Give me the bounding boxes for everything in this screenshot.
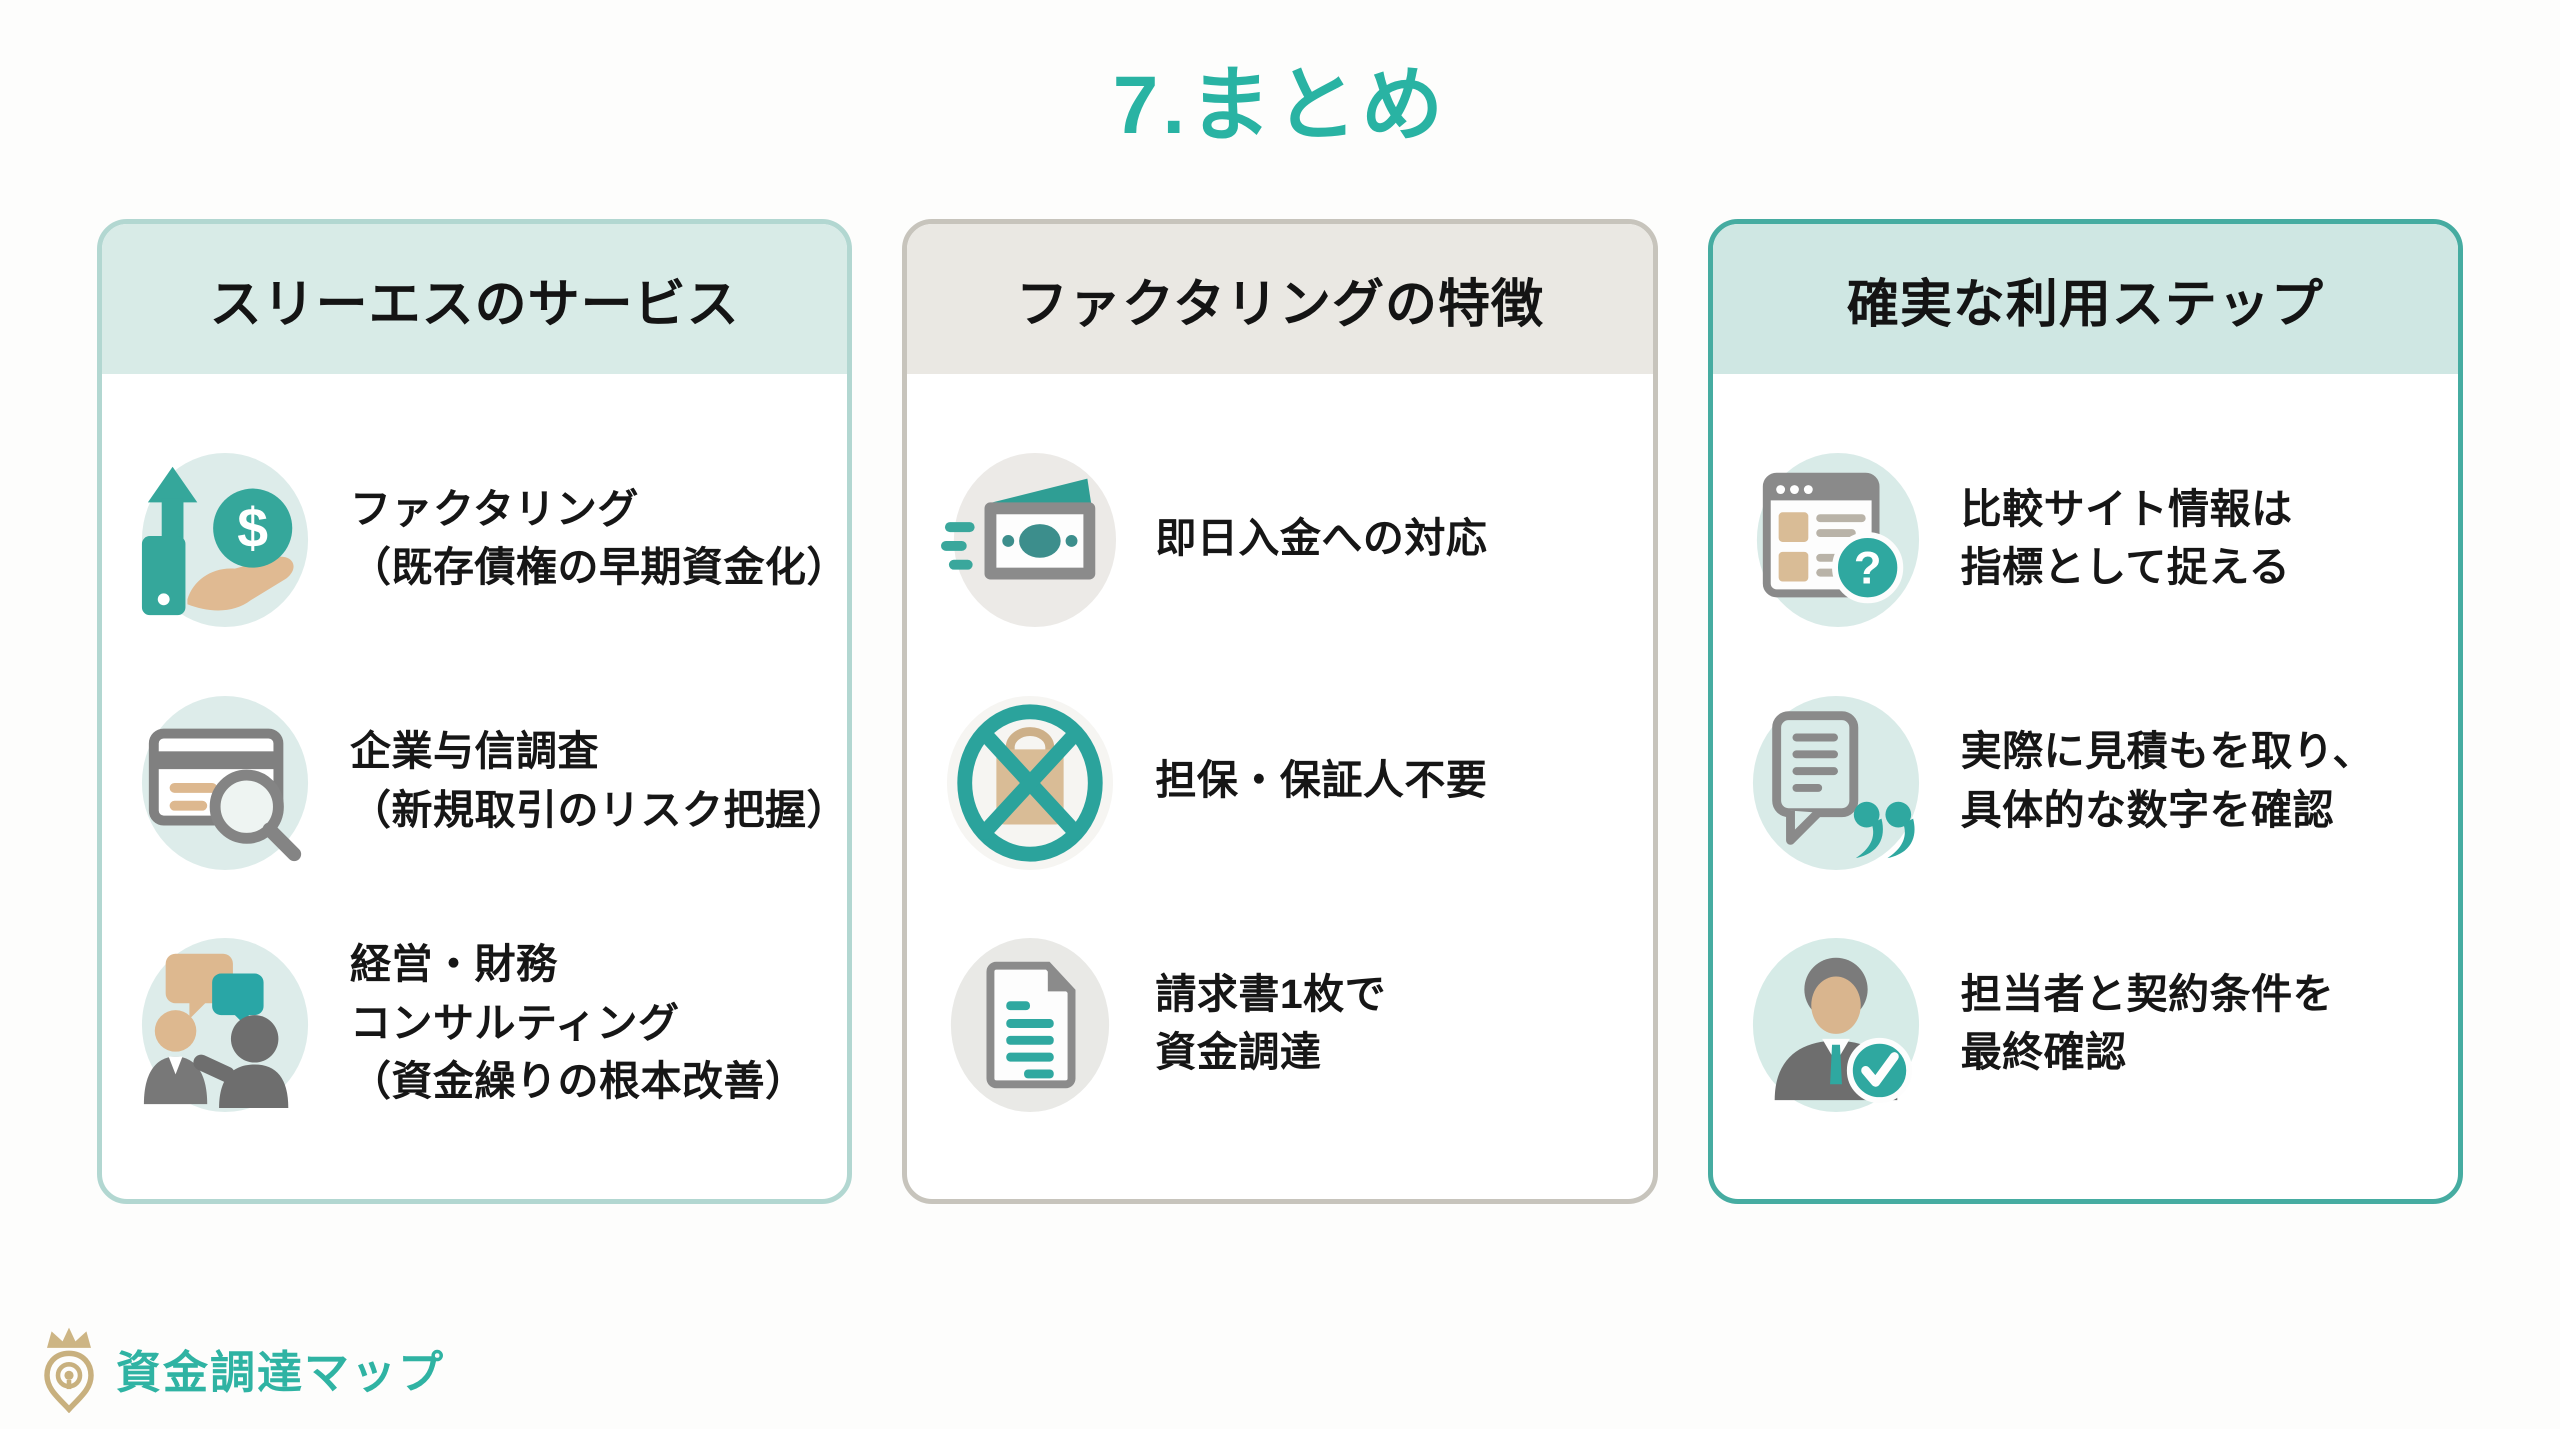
page-title: 7.まとめ	[1112, 60, 1448, 151]
item-label: 担保・保証人不要	[1155, 757, 1488, 804]
card-usage-steps: 確実な利用ステップ ?	[1707, 219, 2463, 1204]
card-factoring-features: ファクタリングの特徴 即日入金への対応	[902, 219, 1658, 1204]
list-item: 企業与信調査 （新規取引のリスク把握）	[136, 689, 848, 873]
comparison-site-question-icon: ?	[1756, 453, 1919, 628]
site-logo-text: 資金調達マップ	[116, 1346, 446, 1398]
contract-check-person-icon	[1752, 937, 1919, 1112]
list-item: 実際に見積もを取り、 具体的な数字を確認	[1747, 689, 2440, 873]
money-growth-hand-icon: $	[141, 453, 309, 628]
svg-text:?: ?	[1853, 543, 1881, 594]
card-title: ファクタリングの特徴	[907, 224, 1653, 374]
site-logo: 資金調達マップ	[36, 1323, 445, 1413]
list-item: $ ファクタリング （既存債権の早期資金化）	[136, 446, 848, 630]
list-item: 担保・保証人不要	[941, 689, 1634, 873]
item-label: 比較サイト情報は 指標として捉える	[1960, 486, 2293, 591]
item-label: 即日入金への対応	[1155, 515, 1488, 562]
item-label: 企業与信調査 （新規取引のリスク把握）	[350, 728, 848, 833]
item-label: 担当者と契約条件を 最終確認	[1960, 970, 2335, 1075]
list-item: 担当者と契約条件を 最終確認	[1747, 931, 2440, 1115]
summary-columns: スリーエスのサービス $ ファクタリング （既存債権の早期資金化）	[0, 219, 2560, 1204]
crown-map-pin-icon	[44, 1327, 94, 1413]
fast-money-icon	[941, 453, 1117, 628]
item-label: 実際に見積もを取り、 具体的な数字を確認	[1960, 728, 2375, 833]
list-item: 請求書1枚で 資金調達	[941, 931, 1634, 1115]
card-title: 確実な利用ステップ	[1712, 224, 2458, 374]
invoice-document-icon	[951, 937, 1110, 1112]
credit-card-search-icon	[141, 695, 309, 870]
consulting-people-icon	[141, 937, 309, 1112]
list-item: 経営・財務 コンサルティング （資金繰りの根本改善）	[136, 931, 829, 1115]
item-label: 請求書1枚で 資金調達	[1155, 970, 1387, 1075]
svg-text:$: $	[237, 497, 268, 559]
list-item: 即日入金への対応	[941, 446, 1634, 630]
item-label: 経営・財務 コンサルティング （資金繰りの根本改善）	[350, 941, 807, 1104]
no-collateral-icon	[947, 695, 1114, 870]
estimate-quote-icon	[1752, 695, 1919, 870]
item-label: ファクタリング （既存債権の早期資金化）	[350, 486, 848, 591]
card-title: スリーエスのサービス	[102, 224, 848, 374]
list-item: ? 比較サイト情報は 指標として捉える	[1747, 446, 2440, 630]
card-threes-services: スリーエスのサービス $ ファクタリング （既存債権の早期資金化）	[97, 219, 853, 1204]
